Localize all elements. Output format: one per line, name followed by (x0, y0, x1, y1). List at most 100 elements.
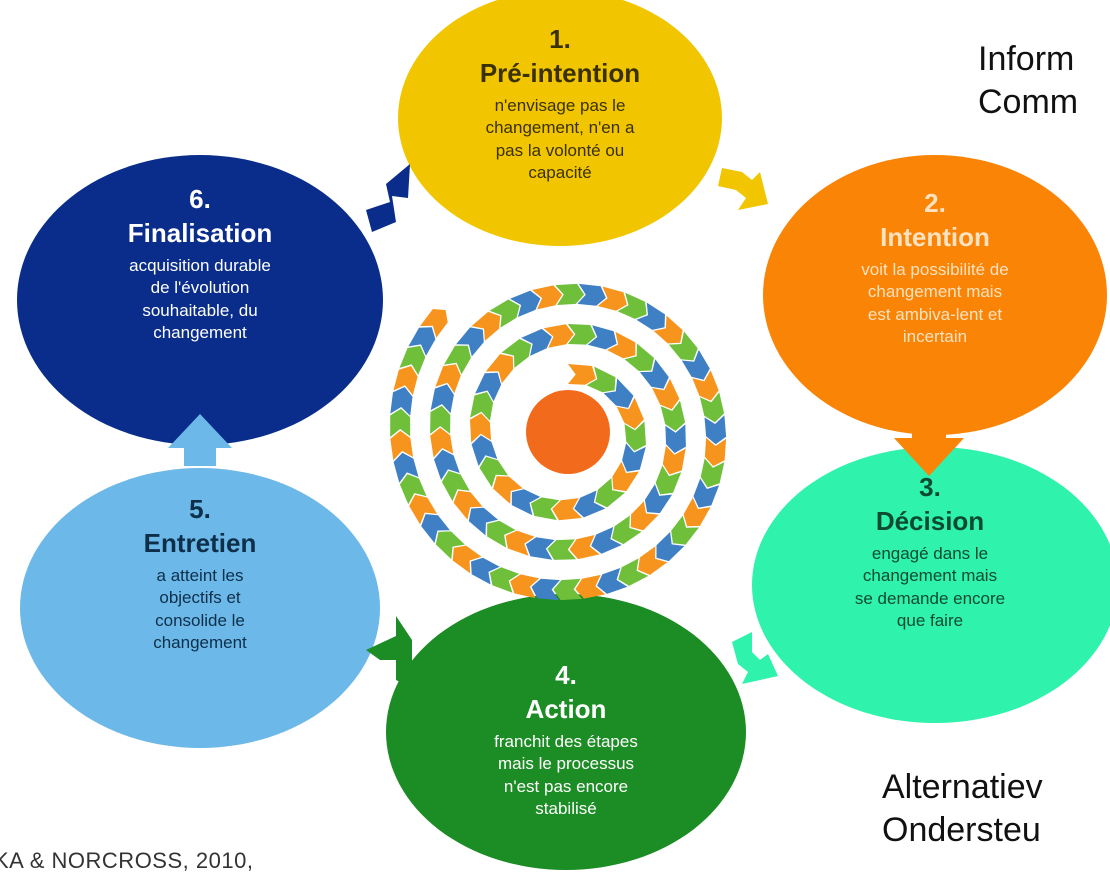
spiral-chevron (622, 443, 646, 472)
spiral-chevron (444, 345, 471, 375)
spiral-chevron (525, 537, 555, 560)
spiral-chevron (510, 574, 540, 599)
spiral-chevron (568, 364, 596, 385)
spiral-chevron (521, 328, 552, 356)
spiral-chevron (639, 359, 669, 389)
spiral-chevron (577, 283, 606, 306)
stage-6-ellipse (17, 155, 383, 445)
spiral-chevron (489, 567, 520, 593)
spiral-chevron (435, 531, 465, 560)
spiral-chevron (547, 539, 577, 560)
spiral-chevron (636, 302, 665, 330)
side-label-top: Inform Comm (978, 40, 1079, 121)
spiral-chevron (662, 445, 686, 475)
stage-1-number: 1. (549, 24, 571, 54)
spiral-chevron (603, 378, 634, 408)
spiral-chevron (616, 397, 644, 429)
stage-3-text: 3. Décision engagé dans le changement ma… (810, 470, 1050, 632)
stage-2-title: Intention (880, 222, 990, 253)
spiral-chevron (485, 354, 514, 384)
stage-5-title: Entretien (143, 528, 257, 559)
stage-4-text: 4. Action franchit des étapes mais le pr… (446, 658, 686, 820)
citation-text: KA & NORCROSS, 2010, (0, 848, 254, 873)
spiral-chevron (699, 392, 725, 423)
arrow-4-to-5 (366, 616, 412, 688)
stage-2-description: voit la possibilité de changement mais e… (861, 259, 1009, 346)
spiral-chevron (655, 465, 682, 495)
spiral-chevron (409, 494, 438, 525)
spiral-chevron (611, 515, 642, 545)
spiral-chevron (390, 430, 413, 461)
arrow-2-to-3 (894, 420, 964, 476)
spiral-chevron (553, 578, 583, 601)
stage-6-number: 6. (189, 184, 211, 214)
spiral-chevron (575, 574, 606, 599)
spiral-chevron (597, 568, 628, 594)
stage-2-number: 2. (924, 188, 946, 218)
spiral-chevron (530, 497, 560, 521)
spiral-chevron (700, 458, 725, 488)
spiral-chevron (531, 578, 560, 601)
stage-1-description: n'envisage pas le changement, n'en a pas… (485, 95, 635, 182)
spiral-chevron (607, 331, 636, 359)
spiral-chevron (693, 478, 720, 508)
spiral-chevron (569, 535, 600, 560)
spiral-chevron (430, 405, 451, 434)
arrow-5-to-6 (168, 414, 232, 466)
spiral-chevron (390, 408, 411, 437)
spiral-chevron (430, 427, 454, 458)
spiral-chevron (393, 366, 418, 396)
spiral-chevron (624, 343, 654, 371)
spiral-chevron (393, 452, 419, 483)
spiral-chevron (630, 501, 659, 531)
spiral-chevron (471, 435, 498, 467)
spiral-chevron (668, 331, 698, 361)
spiral-chevron (470, 413, 492, 443)
arrow-6-to-1 (366, 164, 410, 232)
spiral-chevron (510, 290, 541, 317)
spiral-chevron (487, 520, 516, 548)
stage-4-description: franchit des étapes mais le processus n'… (494, 731, 638, 818)
spiral-chevron (399, 345, 426, 375)
spiral-chevron (470, 392, 494, 421)
spiral-chevron (704, 437, 727, 467)
stage-2-text: 2. Intention voit la possibilité de chan… (815, 186, 1055, 348)
spiral-chevron (420, 309, 448, 338)
spiral-chevron (652, 378, 680, 410)
spiral-chevron (452, 545, 482, 574)
spiral-chevron (501, 338, 532, 368)
spiral-chevron (390, 387, 413, 416)
stage-3-ellipse (752, 447, 1110, 723)
stage-2-ellipse (763, 155, 1107, 435)
stage-5-text: 5. Entretien a atteint les objectifs et … (80, 492, 320, 654)
spiral-chevron (665, 424, 686, 454)
stage-5-ellipse (20, 468, 380, 748)
spiral-chevron (683, 497, 711, 527)
spiral-chevron (704, 415, 727, 445)
spiral-chevron (618, 558, 649, 586)
spiral-chevron (552, 498, 582, 521)
stage-5-number: 5. (189, 494, 211, 524)
spiral-chevron (656, 532, 685, 562)
spiral-chevron (475, 372, 502, 402)
spiral-chevron (441, 470, 470, 502)
stage-4-ellipse (386, 594, 746, 870)
spiral-chevron (532, 285, 563, 310)
spiral-chevron (489, 299, 520, 328)
spiral-chevron (681, 349, 710, 380)
spiral-chevron (591, 527, 622, 554)
spiral-chevron (612, 461, 639, 492)
spiral-chevron (479, 456, 508, 488)
spiral-chevron (567, 324, 596, 345)
spiral-chevron (617, 292, 647, 319)
stage-1-title: Pré-intention (479, 58, 641, 89)
spiral-chevron (644, 484, 673, 514)
arrow-1-to-2 (718, 168, 768, 210)
spiral-chevron (595, 478, 625, 508)
spiral-chevron (505, 530, 535, 556)
spiral-graphic (390, 283, 727, 601)
spiral-chevron (456, 327, 484, 357)
spiral-chevron (574, 490, 606, 518)
stage-6-text: 6. Finalisation acquisition durable de l… (80, 182, 320, 344)
